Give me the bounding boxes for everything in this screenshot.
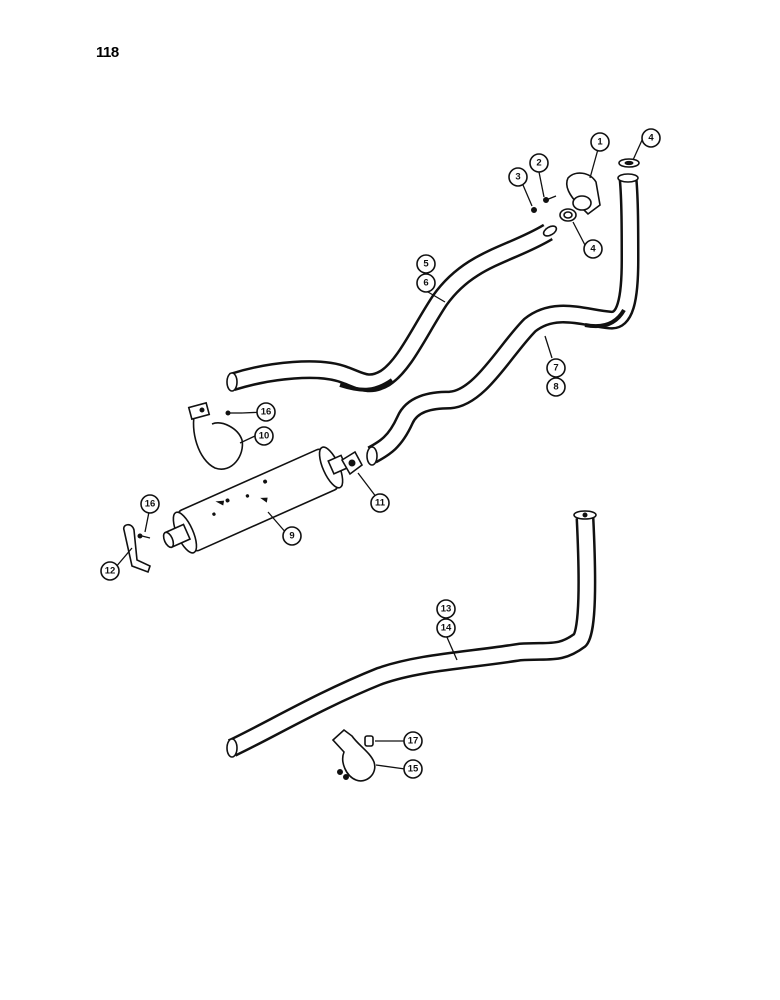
callout-5: 5: [416, 254, 436, 274]
svg-text:4: 4: [590, 244, 596, 255]
svg-text:2: 2: [536, 158, 541, 169]
bracket-12: [122, 523, 151, 574]
screw-16-lower: [137, 533, 151, 539]
bolt-2: [543, 195, 557, 203]
callout-9: 9: [282, 526, 302, 546]
svg-text:1: 1: [597, 137, 603, 148]
svg-text:17: 17: [408, 736, 419, 747]
gasket-4-upper: [618, 158, 640, 168]
screw-17: [364, 735, 374, 747]
svg-text:15: 15: [408, 764, 419, 775]
callout-2: 2: [529, 153, 549, 173]
svg-text:16: 16: [261, 407, 272, 418]
nut-3: [531, 207, 537, 213]
svg-text:8: 8: [553, 382, 558, 393]
svg-text:7: 7: [553, 363, 558, 374]
muffler: [162, 446, 348, 554]
svg-text:11: 11: [375, 498, 386, 509]
callout-4-top: 4: [641, 128, 661, 148]
callout-4-elbow: 4: [583, 239, 603, 259]
clamp-11: [340, 450, 364, 476]
callout-14: 14: [436, 618, 456, 638]
tail-pipe-13-14: [226, 510, 597, 758]
svg-text:10: 10: [259, 431, 270, 442]
svg-text:13: 13: [441, 604, 452, 615]
callout-17: 17: [403, 731, 423, 751]
svg-text:5: 5: [423, 259, 429, 270]
svg-text:6: 6: [423, 278, 428, 289]
callout-1: 1: [590, 132, 610, 152]
svg-text:14: 14: [441, 623, 452, 634]
callout-6: 6: [416, 273, 436, 293]
screw-16-upper: [225, 410, 242, 416]
exhaust-pipe-5-6: [226, 223, 558, 393]
svg-text:12: 12: [105, 566, 116, 577]
callout-12: 12: [100, 561, 120, 581]
callout-8: 8: [546, 377, 566, 397]
svg-text:16: 16: [145, 499, 156, 510]
callout-7: 7: [546, 358, 566, 378]
tail-pipe-clamp-15: [331, 728, 376, 782]
callout-15: 15: [403, 759, 423, 779]
page-number: 118: [96, 44, 119, 61]
callout-10: 10: [254, 426, 274, 446]
exhaust-elbow-1: [565, 172, 601, 216]
callout-3: 3: [508, 167, 528, 187]
callout-13: 13: [436, 599, 456, 619]
svg-text:9: 9: [289, 531, 294, 542]
muffler-clamp-10: [187, 401, 244, 470]
gasket-4-lower: [559, 208, 577, 222]
callout-16-upper: 16: [256, 402, 276, 422]
callout-11: 11: [370, 493, 390, 513]
svg-text:3: 3: [515, 172, 520, 183]
callout-16-lower: 16: [140, 494, 160, 514]
svg-text:4: 4: [648, 133, 654, 144]
exhaust-pipe-7-8: [366, 173, 640, 466]
